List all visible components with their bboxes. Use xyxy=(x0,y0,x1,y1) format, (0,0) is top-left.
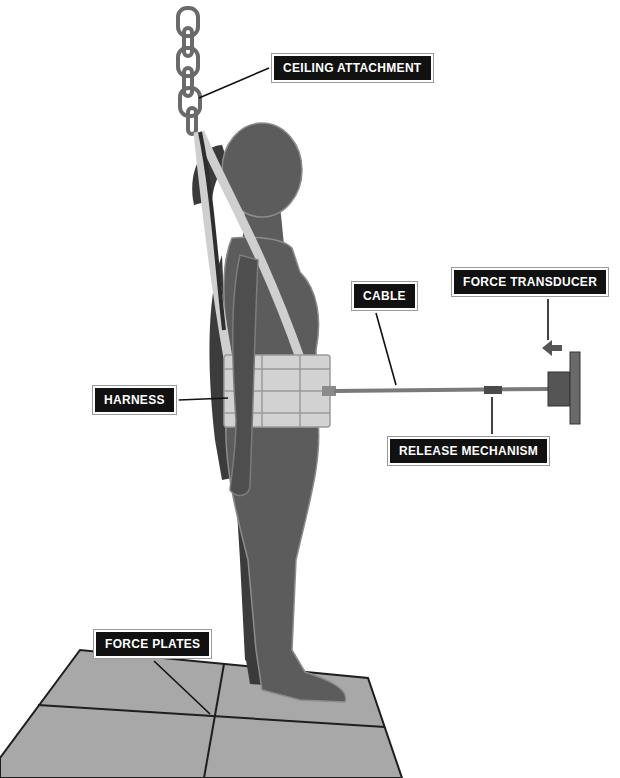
label-text: FORCE TRANSDUCER xyxy=(463,275,597,289)
force-plate xyxy=(0,650,402,778)
label-text: HARNESS xyxy=(104,393,165,407)
part-label: CEILING ATTACHMENT xyxy=(272,54,433,82)
transducer-hook xyxy=(542,340,562,356)
part-label: CABLE xyxy=(352,282,417,310)
leader-line xyxy=(376,313,396,385)
plate-divider xyxy=(204,664,224,778)
force-transducer xyxy=(548,372,570,406)
label-text: RELEASE MECHANISM xyxy=(399,444,538,458)
part-label: HARNESS xyxy=(93,386,176,414)
strap-shadow xyxy=(200,132,224,330)
cable xyxy=(334,389,548,391)
part-label: RELEASE MECHANISM xyxy=(388,437,549,465)
label-text: FORCE PLATES xyxy=(105,637,200,651)
label-text: CABLE xyxy=(363,289,406,303)
chain xyxy=(178,8,200,134)
leader-line xyxy=(154,661,210,714)
wall-bracket xyxy=(570,352,580,424)
leader-line xyxy=(491,397,493,434)
leader-line xyxy=(547,299,549,340)
part-label: FORCE PLATES xyxy=(94,630,211,658)
plate-divider xyxy=(38,705,385,727)
release-mechanism xyxy=(484,386,502,394)
front-arm xyxy=(230,255,258,495)
part-label: FORCE TRANSDUCER xyxy=(452,268,608,296)
cable-fitting xyxy=(322,386,336,396)
label-text: CEILING ATTACHMENT xyxy=(283,61,422,75)
leader-line xyxy=(179,398,228,400)
leader-line xyxy=(199,68,269,98)
